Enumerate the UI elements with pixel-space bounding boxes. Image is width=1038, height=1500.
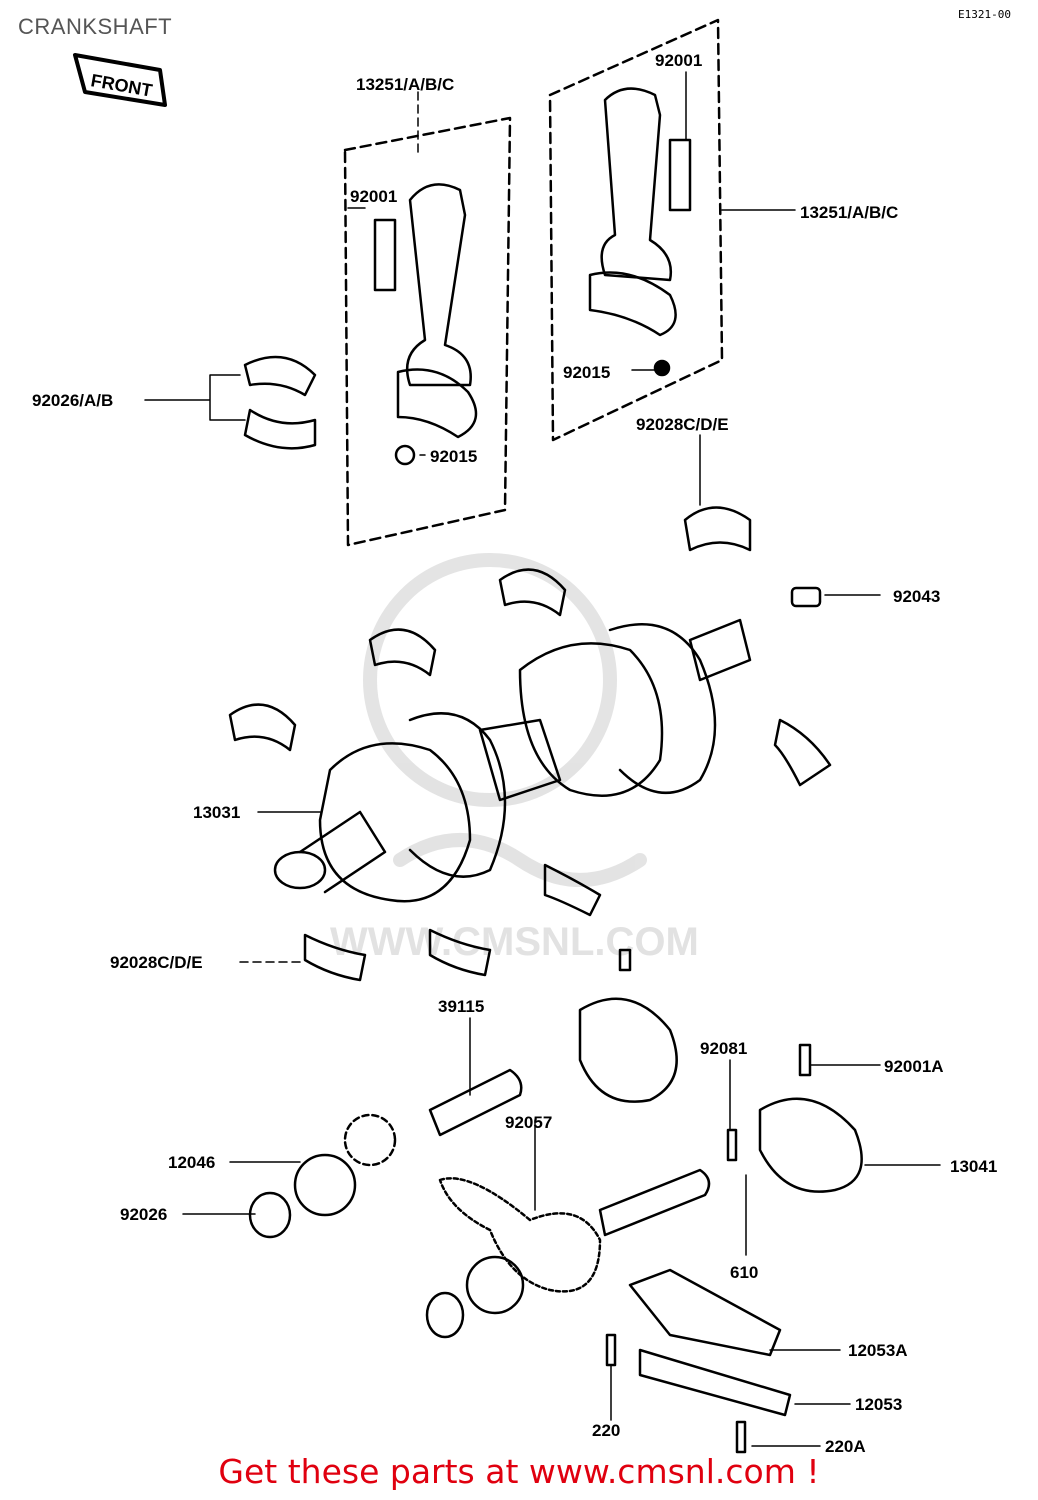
callout-12053A: 12053A	[848, 1341, 908, 1360]
front-tag-icon: FRONT	[73, 53, 167, 107]
bearing-shells-92026	[243, 355, 317, 450]
watermark	[363, 553, 647, 887]
balancer-weight-13041	[758, 1043, 863, 1193]
sprocket-12046	[248, 1113, 397, 1239]
callout-92081: 92081	[700, 1039, 747, 1058]
balancer-weight-upper	[578, 948, 678, 1103]
callout-92001-left: 92001	[350, 187, 397, 206]
page-title: CRANKSHAFT	[18, 14, 173, 39]
callout-12053: 12053	[855, 1395, 902, 1414]
balancer-shaft-lower	[598, 1168, 711, 1237]
key-92043	[790, 586, 822, 608]
leader-lines	[144, 71, 941, 1447]
chain-guide-12053A	[628, 1268, 792, 1417]
callout-92001-top-right: 92001	[655, 51, 702, 70]
callout-92026: 92026	[120, 1205, 167, 1224]
callout-220: 220	[592, 1421, 620, 1440]
diagram-ref-code: E1321-00	[958, 8, 1011, 21]
callout-13031: 13031	[193, 803, 240, 822]
conrod-group-left-box	[343, 116, 512, 547]
sprocket-lower	[425, 1255, 525, 1339]
callout-12046: 12046	[168, 1153, 215, 1172]
callout-92043: 92043	[893, 587, 940, 606]
callout-39115: 39115	[438, 997, 484, 1016]
callout-13041: 13041	[950, 1157, 997, 1176]
callout-220A: 220A	[825, 1437, 866, 1456]
callout-13251-right: 13251/A/B/C	[800, 203, 898, 222]
connecting-rod-left	[373, 183, 478, 466]
chain-92057	[438, 1177, 602, 1293]
callout-92028-C-D-E-bottom: 92028C/D/E	[110, 953, 203, 972]
callout-92057: 92057	[505, 1113, 552, 1132]
callout-13251-left: 13251/A/B/C	[356, 75, 454, 94]
footer-link-text[interactable]: Get these parts at www.cmsnl.com !	[218, 1452, 820, 1491]
callout-92015-left: 92015	[430, 447, 477, 466]
watermark-text: WWW.CMSNL.COM	[330, 920, 699, 964]
callout-92001A: 92001A	[884, 1057, 944, 1076]
callout-92028-C-D-E-top: 92028C/D/E	[636, 415, 729, 434]
main-bearing-shells	[228, 568, 832, 982]
callout-610: 610	[730, 1263, 758, 1282]
callout-92026-A-B: 92026/A/B	[32, 391, 113, 410]
conrod-group-right-box	[548, 18, 724, 442]
bearing-shell-92028-top	[683, 506, 752, 552]
callout-92015-right: 92015	[563, 363, 610, 382]
balancer-shaft-39115	[428, 1068, 523, 1137]
connecting-rod-right	[588, 87, 692, 377]
bolts	[605, 1128, 747, 1454]
crankshaft-13031	[273, 618, 752, 903]
footer-link[interactable]: Get these parts at www.cmsnl.com !	[0, 1452, 1038, 1491]
